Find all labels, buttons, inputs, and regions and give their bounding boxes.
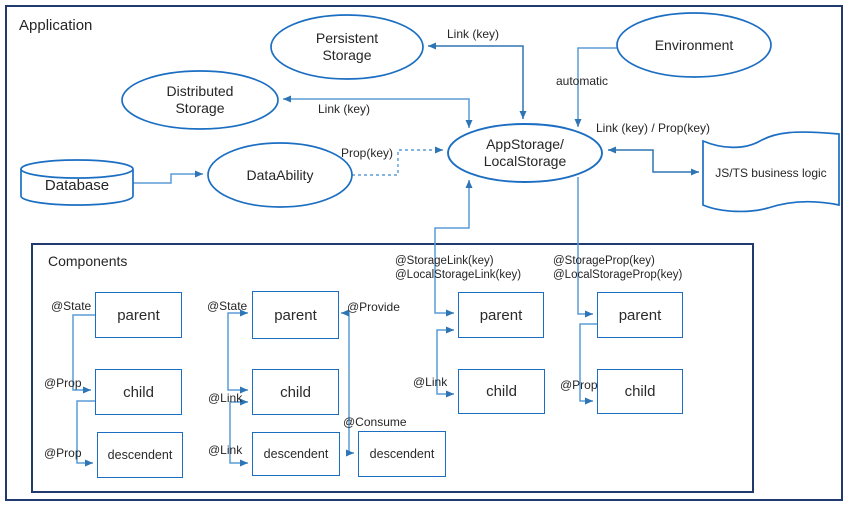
edge-label-persistent-link-key: Link (key): [447, 27, 500, 41]
g2-state-decorator: @State: [207, 299, 248, 313]
g2-child-box: child: [252, 369, 339, 415]
connector-g1-child-descendent: [76, 400, 95, 467]
dataability-label: DataAbility: [246, 166, 314, 183]
g5-prop-decorator: @Prop: [560, 378, 598, 392]
distributed-storage-label: Distributed Storage: [166, 83, 234, 116]
g1-descendent-box: descendent: [97, 432, 183, 478]
application-boundary: [5, 5, 843, 501]
connector-g2-provide-consume: [341, 309, 354, 457]
connector-g2-parent-child: [227, 309, 248, 394]
g2-link-descendent-decorator: @Link: [208, 443, 243, 457]
g4-child-box: child: [458, 369, 545, 414]
g2-consume-decorator: @Consume: [343, 415, 407, 429]
g2-parent-box: parent: [252, 291, 339, 339]
connector-database-dataability: [133, 170, 203, 184]
g5-child-box: child: [597, 369, 683, 414]
g1-state-decorator: @State: [51, 299, 92, 313]
connector-g4-parent-child: [436, 326, 454, 398]
environment-ellipse: [616, 12, 772, 78]
connector-appstorage-g5-parent: [577, 177, 593, 318]
jsts-business-logic-label: JS/TS business logic: [715, 166, 827, 180]
components-title: Components: [48, 253, 128, 269]
persistent-storage-label: Persistent Storage: [315, 30, 379, 63]
edge-label-prop-key: Prop(key): [341, 146, 394, 160]
g1-prop-descendent-decorator: @Prop: [44, 446, 82, 460]
edge-label-link-key-prop-key: Link (key) / Prop(key): [596, 121, 711, 135]
g1-parent-box: parent: [95, 292, 182, 338]
database-cylinder-top: [20, 159, 134, 179]
database-label: Database: [44, 176, 110, 194]
g5-storageprop-header: @StorageProp(key) @LocalStorageProp(key): [553, 255, 683, 281]
g5-parent-box: parent: [597, 292, 683, 338]
jsts-business-logic-shape: [702, 131, 840, 213]
g1-child-box: child: [95, 369, 182, 415]
connector-appstorage-g4-parent: [434, 180, 473, 317]
application-title: Application: [19, 17, 93, 34]
database-cylinder-body: [20, 169, 134, 206]
g4-storagelink-header: @StorageLink(key) @LocalStorageLink(key): [395, 255, 522, 281]
edge-label-distributed-link-key: Link (key): [318, 102, 371, 116]
connector-persistent-appstorage: [428, 42, 527, 119]
components-boundary: [31, 243, 754, 493]
g2-link-child-decorator: @Link: [208, 391, 243, 405]
connector-appstorage-jsts: [608, 146, 699, 176]
g4-parent-box: parent: [458, 292, 544, 338]
g2-descendent-box: descendent: [252, 432, 340, 476]
environment-label: Environment: [654, 36, 734, 53]
edge-label-automatic: automatic: [556, 74, 609, 88]
connector-g2-child-descendent: [229, 398, 248, 467]
g2-provide-decorator: @Provide: [347, 300, 400, 314]
g4-link-decorator: @Link: [413, 375, 448, 389]
dataability-ellipse: [207, 142, 353, 208]
connector-environment-appstorage: [574, 47, 617, 127]
appstorage-ellipse: [447, 123, 603, 183]
connector-g1-parent-child: [72, 314, 95, 394]
g1-prop-child-decorator: @Prop: [44, 376, 82, 390]
distributed-storage-ellipse: [121, 70, 279, 130]
connector-distributed-appstorage: [283, 95, 473, 128]
g2-consume-descendent-box: descendent: [358, 431, 446, 477]
connector-g5-parent-child: [579, 323, 597, 405]
appstorage-localstorage-label: AppStorage/ LocalStorage: [483, 136, 567, 169]
persistent-storage-ellipse: [270, 14, 424, 80]
